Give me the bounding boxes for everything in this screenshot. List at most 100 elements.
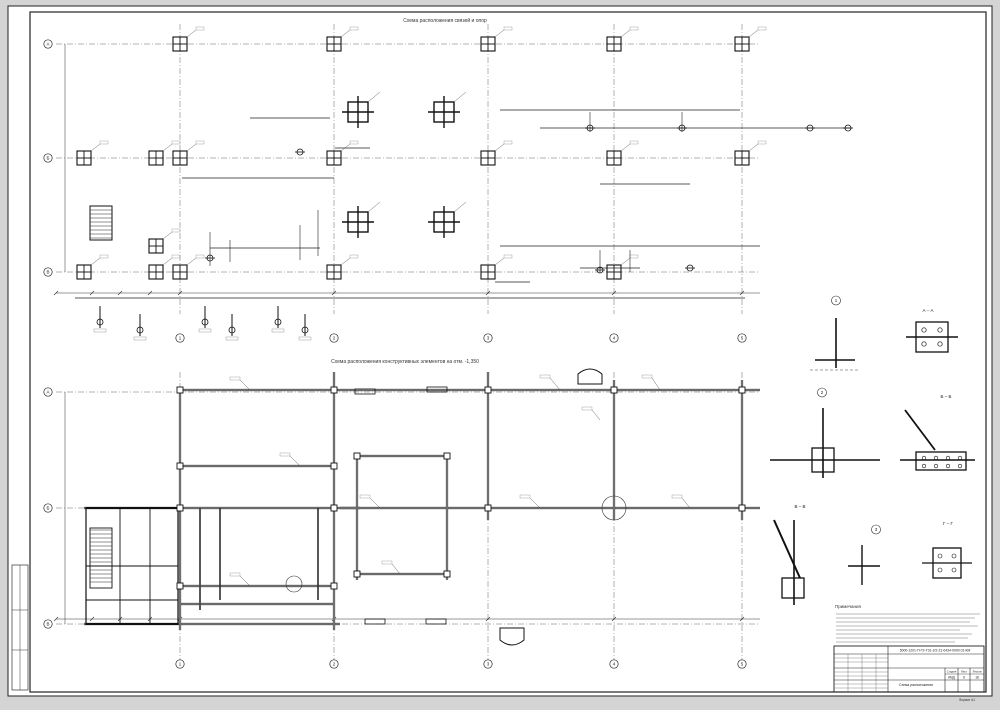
tb-sheets-label: Листов bbox=[972, 670, 982, 674]
plan1-title: Схема расположения связей и опор bbox=[403, 17, 487, 24]
column-base-10-leader bbox=[620, 143, 631, 152]
column-base-7-leader bbox=[186, 143, 197, 152]
detB-plate bbox=[915, 451, 967, 471]
column-base-3-tag bbox=[629, 26, 639, 31]
stair-upper bbox=[89, 205, 113, 241]
leader-8 bbox=[391, 563, 401, 575]
column-base-14-tag bbox=[195, 254, 205, 259]
detV-plate bbox=[781, 577, 805, 599]
column-base-4-tag bbox=[757, 26, 767, 31]
up-axis-bubble-2-label: 2 bbox=[333, 336, 336, 341]
up-axis-bubble-3-label: 3 bbox=[487, 336, 490, 341]
frame-node-3-leader bbox=[453, 201, 467, 213]
column-base-10-tag bbox=[629, 140, 639, 145]
column-base-18-leader bbox=[162, 231, 173, 240]
beam-node-1 bbox=[330, 386, 338, 394]
up-dim-tick bbox=[53, 290, 59, 296]
bolt-tag-4 bbox=[271, 328, 285, 333]
low-dim-tick bbox=[485, 616, 491, 622]
up-dim-tick bbox=[739, 290, 745, 296]
column-base-8-leader bbox=[340, 143, 351, 152]
tb-sheet-label: Лист bbox=[961, 670, 968, 674]
low-axis-bubble-Б-label: Б bbox=[47, 506, 50, 511]
detail-views: 1А – А2Б – БВ – В3Г – Г bbox=[770, 295, 975, 605]
leader-tag-5 bbox=[519, 494, 531, 499]
column-base-2-tag bbox=[503, 26, 513, 31]
up-dim-tick bbox=[147, 290, 153, 296]
frame-node-0-leader bbox=[367, 91, 381, 103]
bolt-head-5 bbox=[301, 326, 309, 334]
up-dim-tick bbox=[331, 290, 337, 296]
detV-brace bbox=[773, 519, 801, 579]
beam-node-11 bbox=[353, 452, 361, 460]
upper-plan-elements bbox=[75, 26, 853, 341]
column-base-9-tag bbox=[503, 140, 513, 145]
up-axis-bubble-3 bbox=[483, 333, 493, 343]
column-base-0-tag bbox=[195, 26, 205, 31]
detail-title-V: В – В bbox=[794, 504, 805, 509]
low-dim-tick bbox=[53, 616, 59, 622]
column-base-11-tag bbox=[757, 140, 767, 145]
leader-tag-1 bbox=[539, 374, 551, 379]
leader-9 bbox=[591, 409, 601, 421]
leader-2 bbox=[651, 377, 661, 391]
low-dim-tick bbox=[739, 616, 745, 622]
detail-title-A: А – А bbox=[922, 308, 933, 313]
leader-tag-0 bbox=[229, 376, 241, 381]
detB-bolt-4 bbox=[921, 463, 927, 469]
title-block: 5000-1201-П-ГЗ-ТЗ1-2/2-21-0434-0000.01-К… bbox=[833, 645, 985, 693]
plan2-title: Схема расположения конструктивных элемен… bbox=[331, 359, 479, 365]
detail-bubble-3 bbox=[871, 524, 881, 535]
beam-node-8 bbox=[330, 504, 338, 512]
bolt-head-1 bbox=[136, 326, 144, 334]
detail-title-B: Б – Б bbox=[941, 394, 952, 399]
bolt-tag-2 bbox=[198, 328, 212, 333]
base-plate-0 bbox=[354, 388, 376, 395]
up-axis-bubble-4-label: 4 bbox=[613, 336, 616, 341]
beam-node-16 bbox=[330, 582, 338, 590]
column-base-2-leader bbox=[494, 29, 505, 38]
low-axis-bubble-2-label: 2 bbox=[333, 662, 336, 667]
column-base-15-tag bbox=[349, 254, 359, 259]
up-dim-tick bbox=[89, 290, 95, 296]
up-dim-tick bbox=[117, 290, 123, 296]
column-base-12-leader bbox=[90, 257, 101, 266]
up-axis-bubble-В-label: В bbox=[46, 270, 49, 275]
up-axis-bubble-5 bbox=[737, 333, 747, 343]
low-axis-bubble-3 bbox=[483, 659, 493, 669]
frame-node-1-leader bbox=[453, 91, 467, 103]
detail-title-3: 3 bbox=[875, 527, 878, 532]
column-base-13-leader bbox=[162, 257, 173, 266]
column-base-1-leader bbox=[340, 29, 351, 38]
detB-brace bbox=[904, 409, 936, 451]
detail-title-2: 2 bbox=[821, 390, 824, 395]
up-axis-bubble-Б-label: Б bbox=[47, 156, 50, 161]
column-base-15-leader bbox=[340, 257, 351, 266]
low-axis-bubble-5 bbox=[737, 659, 747, 669]
beam-node-14 bbox=[443, 570, 451, 578]
base-plate-2 bbox=[364, 618, 386, 625]
detail-bubble-2 bbox=[817, 387, 827, 398]
detA-bolt-1 bbox=[937, 327, 943, 333]
base-plate-3 bbox=[425, 618, 447, 625]
tb-sheets-total: 18 bbox=[975, 676, 979, 680]
leader-1 bbox=[549, 377, 561, 391]
detA-bolt-2 bbox=[921, 341, 927, 347]
column-base-11-leader bbox=[748, 143, 759, 152]
low-axis-bubble-5-label: 5 bbox=[741, 662, 744, 667]
leader-tag-8 bbox=[381, 560, 393, 565]
low-axis-bubble-3-label: 3 bbox=[487, 662, 490, 667]
tb-drawing-name: Схема расположения bbox=[899, 683, 933, 687]
beam-node-2 bbox=[484, 386, 492, 394]
leader-tag-9 bbox=[581, 406, 593, 411]
up-axis-bubble-5-label: 5 bbox=[741, 336, 744, 341]
beam-node-12 bbox=[443, 452, 451, 460]
detG-bolt-0 bbox=[937, 553, 943, 559]
low-axis-bubble-1 bbox=[175, 659, 185, 669]
low-axis-bubble-Б bbox=[43, 503, 53, 513]
leader-tag-3 bbox=[279, 452, 291, 457]
leader-tag-2 bbox=[641, 374, 653, 379]
detA-bolt-3 bbox=[937, 341, 943, 347]
column-base-13-tag bbox=[171, 254, 181, 259]
bolt-tag-5 bbox=[298, 336, 312, 341]
